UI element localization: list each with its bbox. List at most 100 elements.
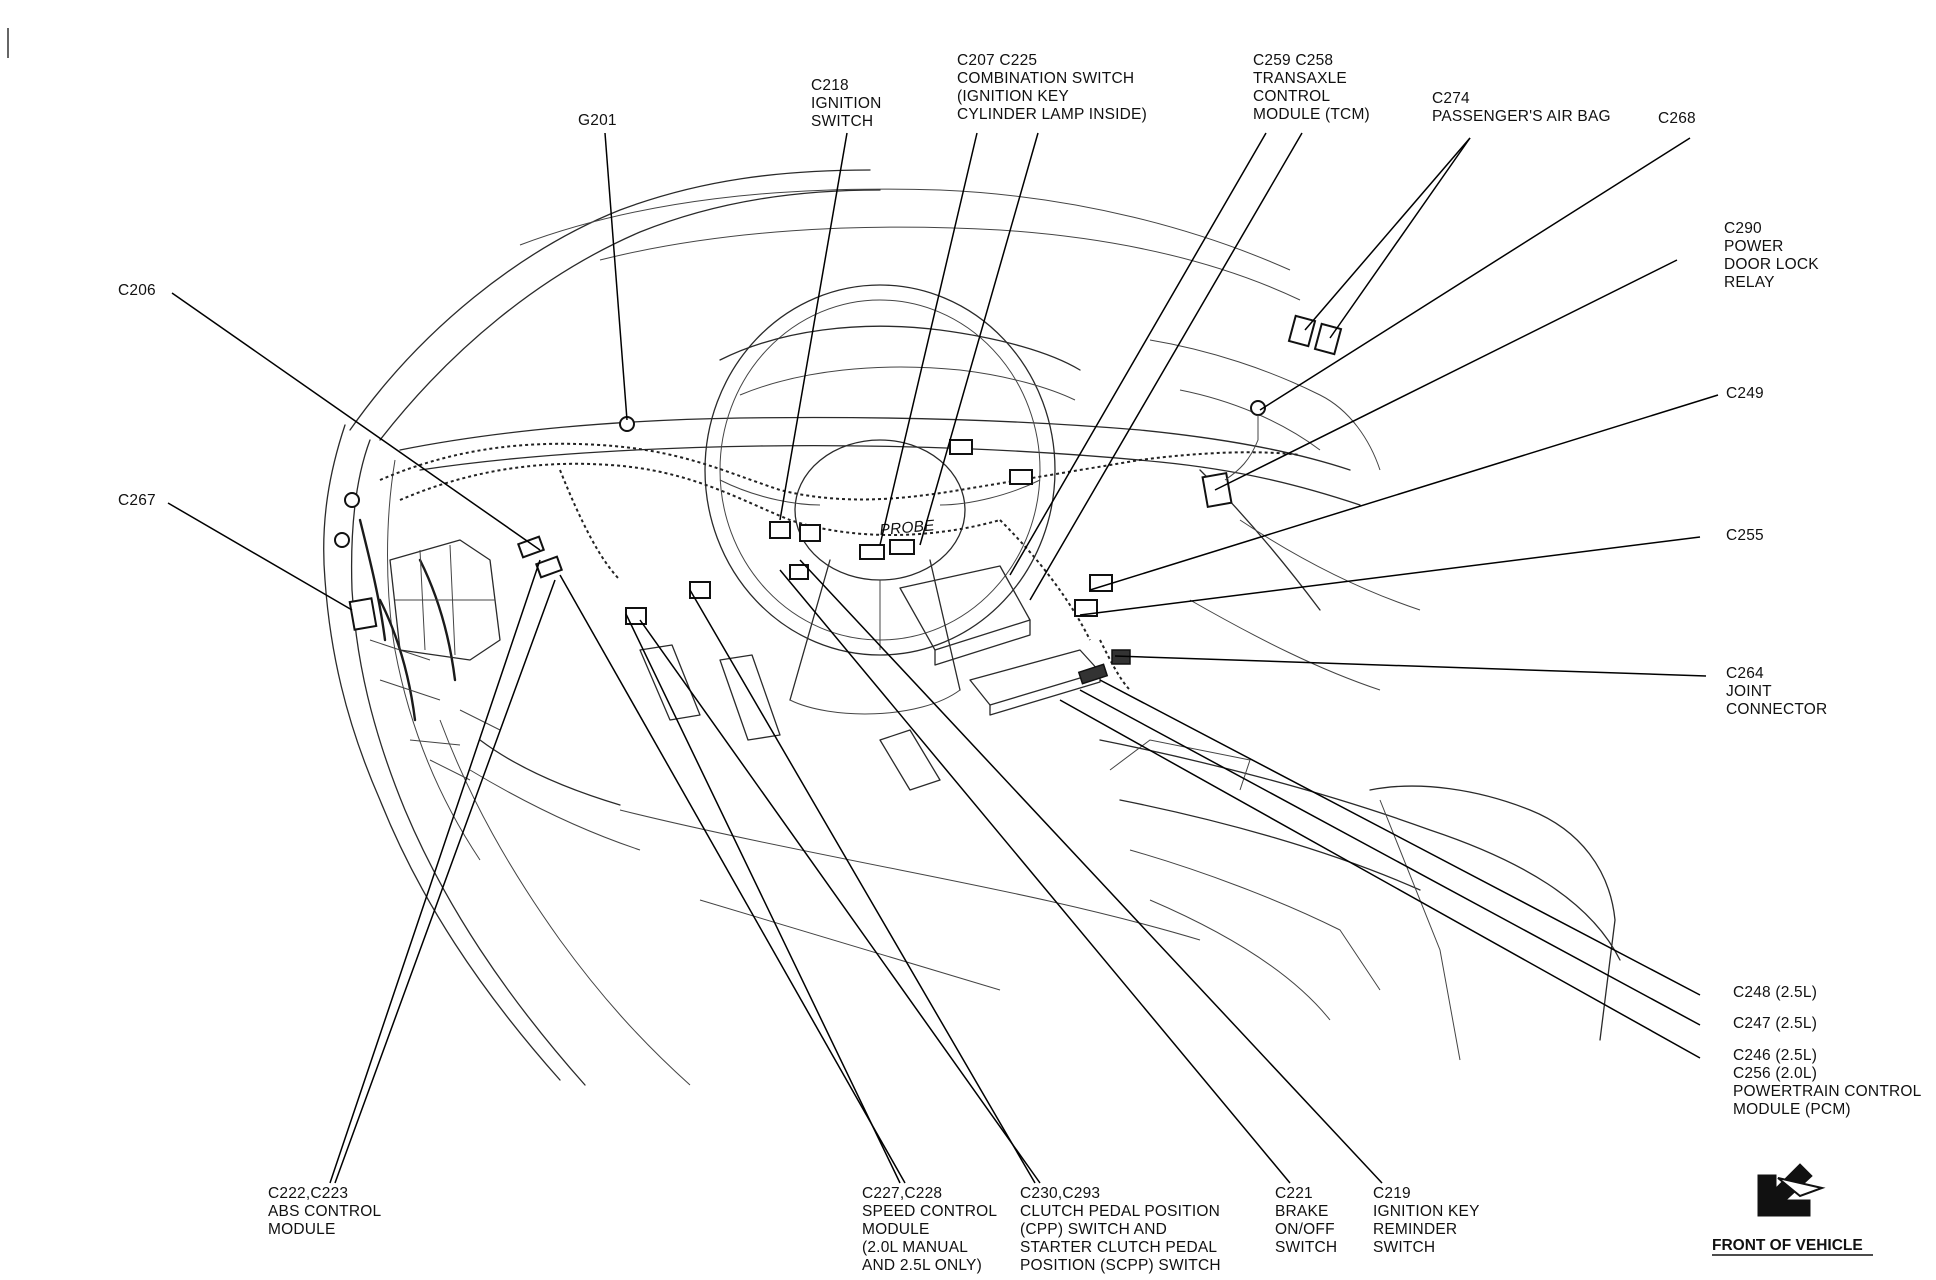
label-c218-line-0: C218	[811, 77, 849, 94]
label-c207-line-3: CYLINDER LAMP INSIDE)	[957, 106, 1147, 123]
label-c248: C248 (2.5L)	[1733, 984, 1817, 1001]
label-c221-line-2: ON/OFF	[1275, 1221, 1335, 1238]
label-c227-line-3: (2.0L MANUAL	[862, 1239, 968, 1256]
label-c227-line-1: SPEED CONTROL	[862, 1203, 997, 1220]
label-c230-line-1: CLUTCH PEDAL POSITION	[1020, 1203, 1220, 1220]
arrow-icon	[1757, 1163, 1826, 1217]
label-c246-line-0: C246 (2.5L)	[1733, 1047, 1817, 1064]
label-c230-line-0: C230,C293	[1020, 1185, 1100, 1202]
leader-c255	[1079, 536, 1701, 616]
label-c290-line-1: POWER	[1724, 238, 1784, 255]
label-c274-line-1: PASSENGER'S AIR BAG	[1432, 108, 1611, 125]
label-c290-line-0: C290	[1724, 220, 1762, 237]
leader-c219	[799, 559, 1383, 1184]
label-c246-line-1: C256 (2.0L)	[1733, 1065, 1817, 1082]
label-c207-line-2: (IGNITION KEY	[957, 88, 1069, 105]
label-c206-line-0: C206	[118, 282, 156, 299]
leader-g201	[604, 132, 628, 421]
leader-c249	[1089, 394, 1719, 591]
label-c259-line-3: MODULE (TCM)	[1253, 106, 1370, 123]
label-c227-line-4: AND 2.5L ONLY)	[862, 1257, 982, 1274]
label-c221-line-3: SWITCH	[1275, 1239, 1337, 1256]
label-c207-line-1: COMBINATION SWITCH	[957, 70, 1134, 87]
leader-c274-a	[1304, 137, 1471, 331]
leader-c225	[919, 132, 1039, 546]
leader-c221	[779, 569, 1291, 1184]
label-c230-line-4: POSITION (SCPP) SWITCH	[1020, 1257, 1221, 1274]
front-of-vehicle-indicator: FRONT OF VEHICLE	[1712, 1163, 1873, 1256]
dash-badge: PROBE	[879, 517, 936, 539]
leader-c223	[334, 579, 556, 1184]
front-of-vehicle-label: FRONT OF VEHICLE	[1712, 1237, 1863, 1254]
label-c264-line-2: CONNECTOR	[1726, 701, 1827, 718]
label-c227-line-0: C227,C228	[862, 1185, 942, 1202]
label-c246-line-3: MODULE (PCM)	[1733, 1101, 1851, 1118]
label-c227-line-2: MODULE	[862, 1221, 930, 1238]
label-c255-line-0: C255	[1726, 527, 1764, 544]
label-c267: C267	[118, 492, 156, 509]
label-g201-line-0: G201	[578, 112, 617, 129]
label-c219-line-0: C219	[1373, 1185, 1411, 1202]
label-c218-line-2: SWITCH	[811, 113, 873, 130]
leader-c258	[1029, 132, 1303, 601]
label-c246-line-2: POWERTRAIN CONTROL	[1733, 1083, 1922, 1100]
label-c249-line-0: C249	[1726, 385, 1764, 402]
label-c259-line-1: TRANSAXLE	[1253, 70, 1347, 87]
label-c219-line-3: SWITCH	[1373, 1239, 1435, 1256]
label-c290-line-2: DOOR LOCK	[1724, 256, 1819, 273]
label-c207-line-0: C207 C225	[957, 52, 1037, 69]
label-c219-line-1: IGNITION KEY	[1373, 1203, 1480, 1220]
leader-c268	[1259, 137, 1691, 411]
leader-c206	[171, 292, 541, 551]
label-c264-line-1: JOINT	[1726, 683, 1772, 700]
leader-c230	[689, 589, 1036, 1184]
label-c222-line-0: C222,C223	[268, 1185, 348, 1202]
label-c218-line-1: IGNITION	[811, 95, 882, 112]
leader-c267	[167, 502, 353, 611]
label-c249: C249	[1726, 385, 1764, 402]
instrument-panel-drawing: PROBE	[323, 169, 1621, 1086]
leader-c264	[1114, 655, 1707, 677]
label-c264-line-0: C264	[1726, 665, 1764, 682]
label-c290-line-3: RELAY	[1724, 274, 1775, 291]
label-c247: C247 (2.5L)	[1733, 1015, 1817, 1032]
label-c268-line-0: C268	[1658, 110, 1696, 127]
label-c230-line-3: STARTER CLUTCH PEDAL	[1020, 1239, 1217, 1256]
leader-c293	[639, 619, 1041, 1184]
leader-c259	[1009, 132, 1267, 576]
label-c247-line-0: C247 (2.5L)	[1733, 1015, 1817, 1032]
leader-lines	[167, 132, 1719, 1184]
label-c268: C268	[1658, 110, 1696, 127]
leader-c290	[1214, 259, 1678, 491]
leader-c246	[1059, 699, 1701, 1059]
leader-c218	[779, 132, 848, 521]
leader-c222	[329, 559, 541, 1184]
label-c206: C206	[118, 282, 156, 299]
leader-c247	[1079, 689, 1701, 1026]
label-c221-line-1: BRAKE	[1275, 1203, 1329, 1220]
leader-c248	[1099, 679, 1701, 996]
label-c246: C246 (2.5L)C256 (2.0L)POWERTRAIN CONTROL…	[1733, 1047, 1922, 1118]
label-c259-line-2: CONTROL	[1253, 88, 1330, 105]
label-c222-line-1: ABS CONTROL	[268, 1203, 381, 1220]
label-c267-line-0: C267	[118, 492, 156, 509]
label-c219-line-2: REMINDER	[1373, 1221, 1457, 1238]
label-g201: G201	[578, 112, 617, 129]
label-c230-line-2: (CPP) SWITCH AND	[1020, 1221, 1167, 1238]
leader-c274-b	[1329, 137, 1471, 339]
label-c248-line-0: C248 (2.5L)	[1733, 984, 1817, 1001]
label-c274-line-0: C274	[1432, 90, 1470, 107]
label-c221-line-0: C221	[1275, 1185, 1313, 1202]
